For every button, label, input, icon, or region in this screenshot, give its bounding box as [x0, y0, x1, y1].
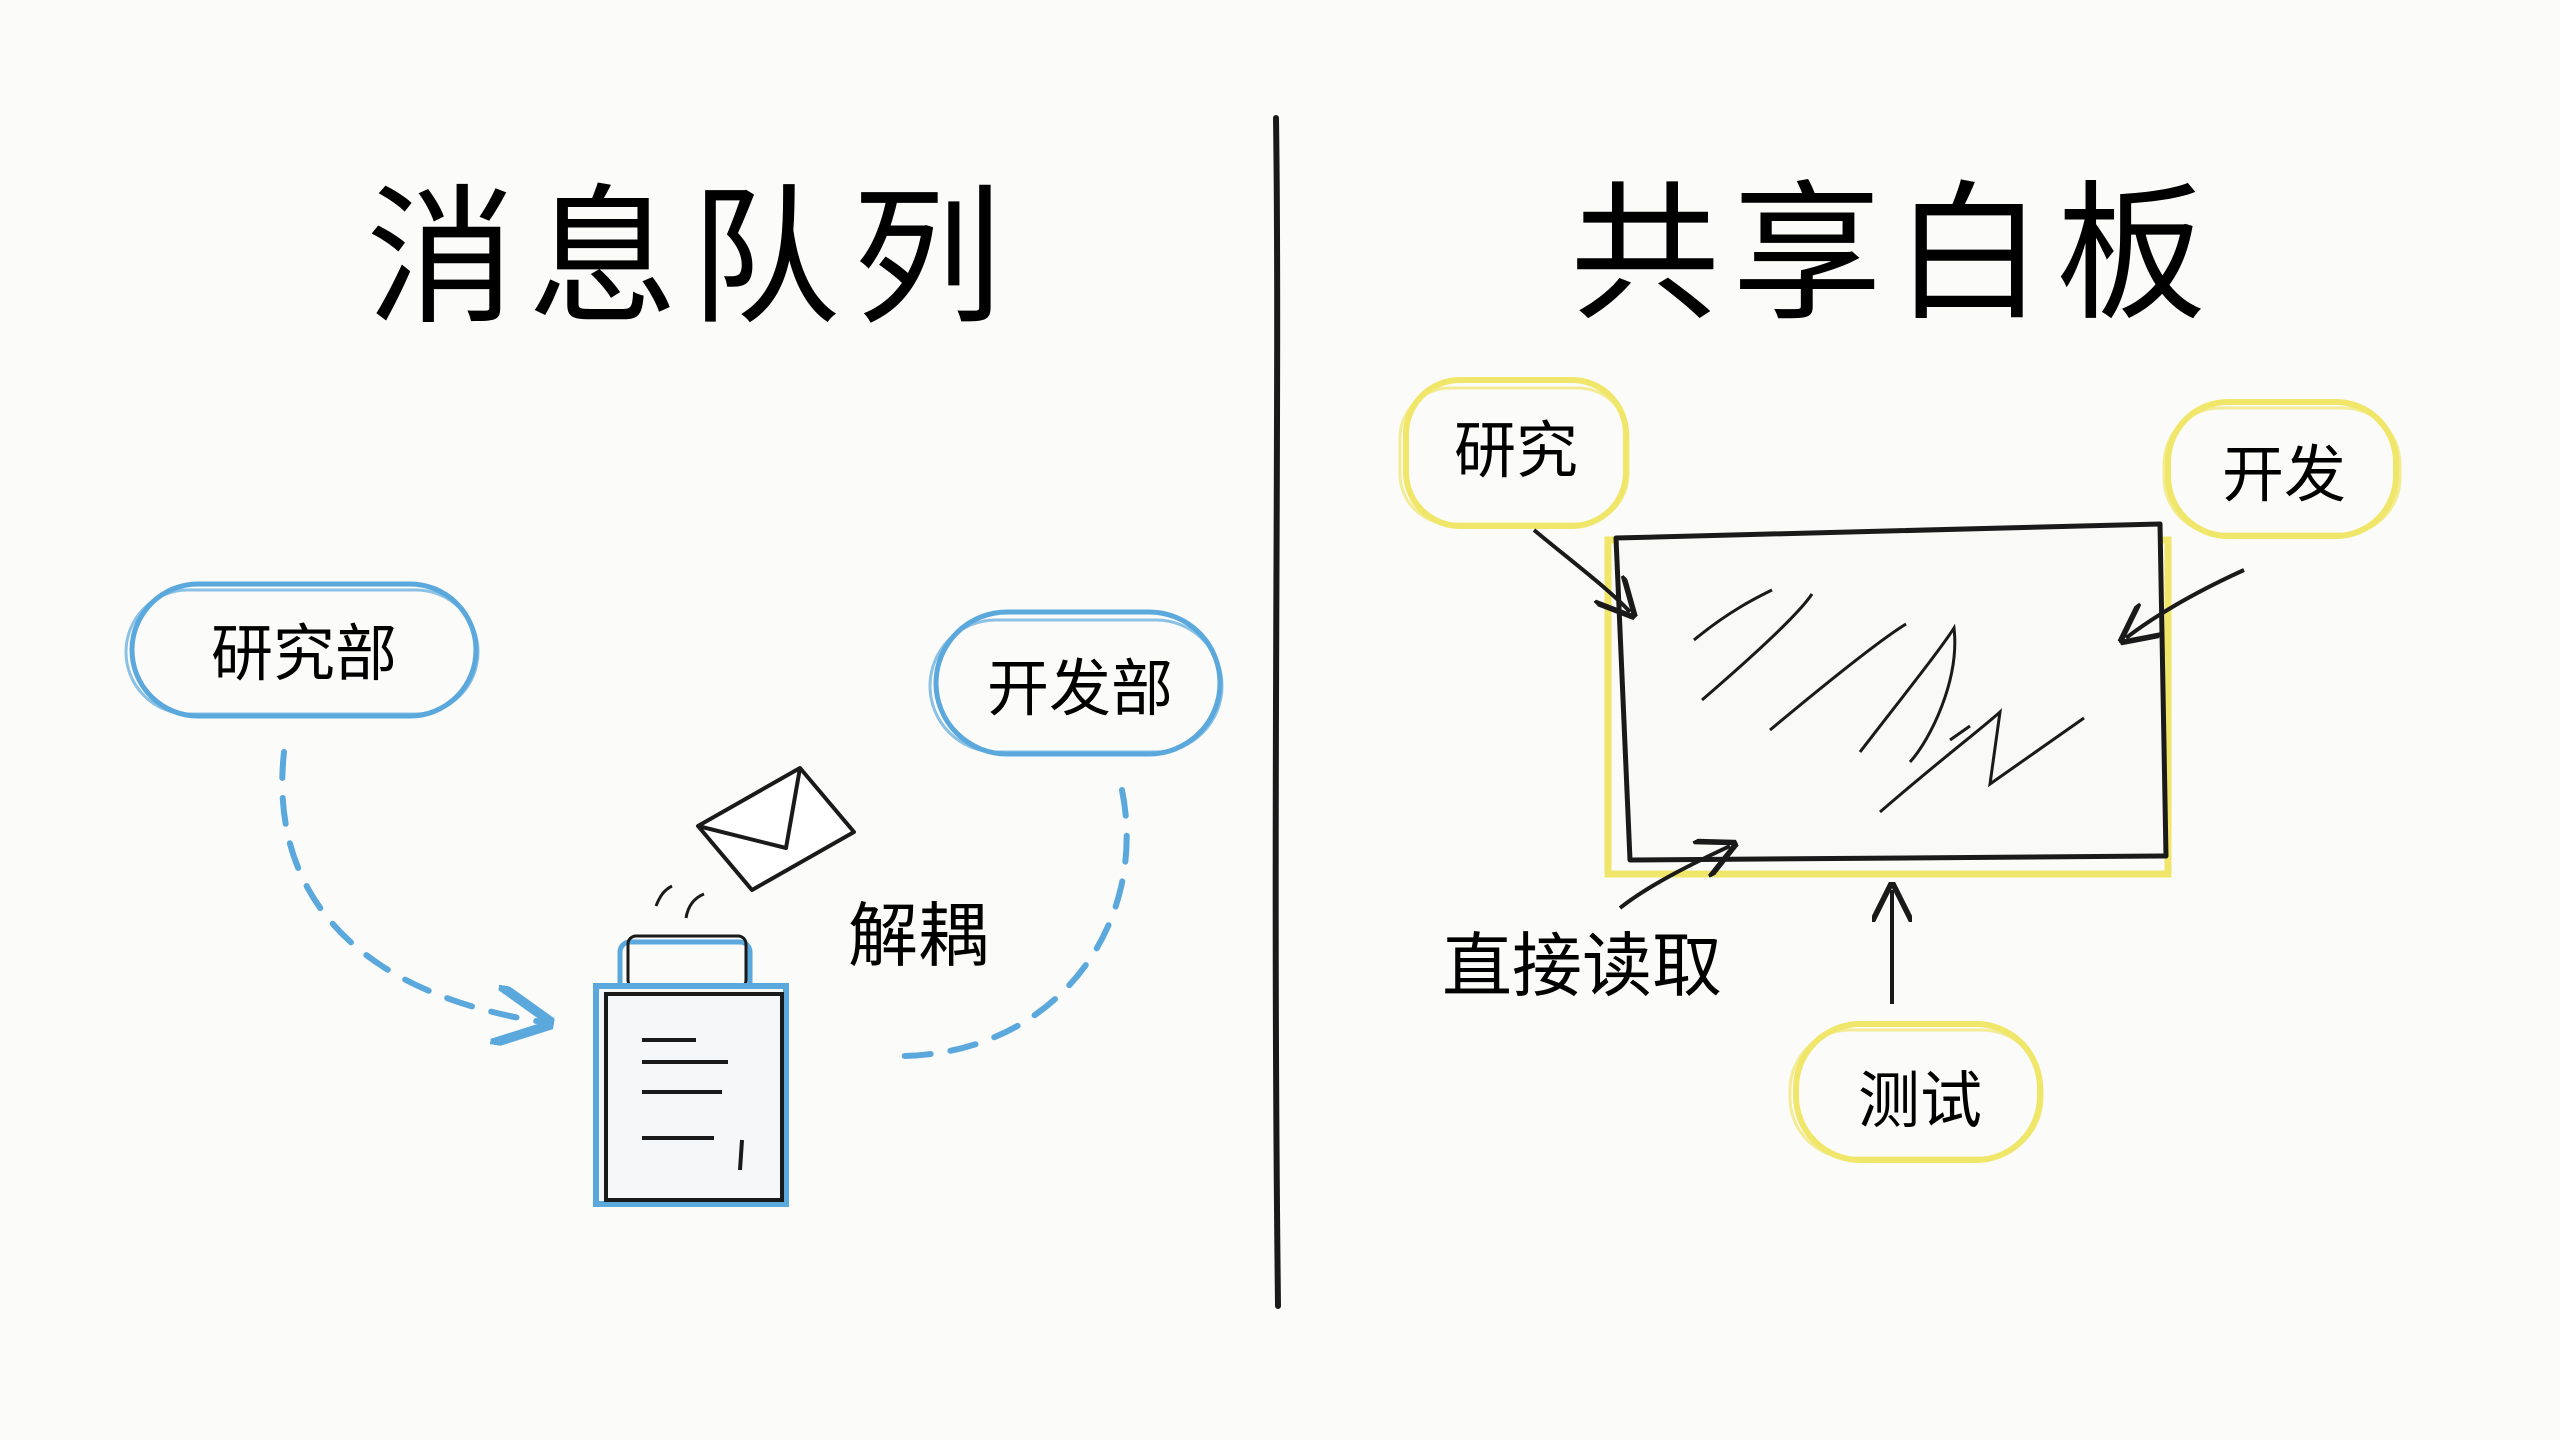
- whiteboard-icon: [1604, 521, 2172, 878]
- queue-to-consumer-flow: [887, 787, 1130, 1060]
- dev-node: 开发: [2162, 399, 2402, 539]
- decouple-label: 解耦: [848, 895, 988, 977]
- queue-box-icon: [593, 934, 789, 1207]
- left-title: 消息队列: [366, 172, 1014, 346]
- center-divider: [1272, 115, 1281, 1309]
- consumer-node: 开发部: [928, 609, 1224, 757]
- direct-read-label: 直接读取: [1442, 925, 1722, 1007]
- consumer-label: 开发部: [987, 652, 1173, 725]
- dev-to-board-arrow: [2126, 568, 2245, 638]
- producer-label: 研究部: [211, 617, 397, 690]
- direct-read-arrow: [1618, 846, 1730, 910]
- producer-node: 研究部: [124, 581, 480, 719]
- dev-label: 开发: [2222, 438, 2346, 511]
- envelope-icon: [654, 766, 856, 919]
- research-to-board-arrow: [1532, 528, 1630, 612]
- test-label: 测试: [1858, 1064, 1982, 1137]
- right-title: 共享白板: [1570, 168, 2218, 342]
- research-label: 研究: [1454, 414, 1578, 487]
- producer-to-queue-arrow: [279, 749, 542, 1022]
- test-node: 测试: [1788, 1021, 2044, 1163]
- research-node: 研究: [1398, 377, 1630, 529]
